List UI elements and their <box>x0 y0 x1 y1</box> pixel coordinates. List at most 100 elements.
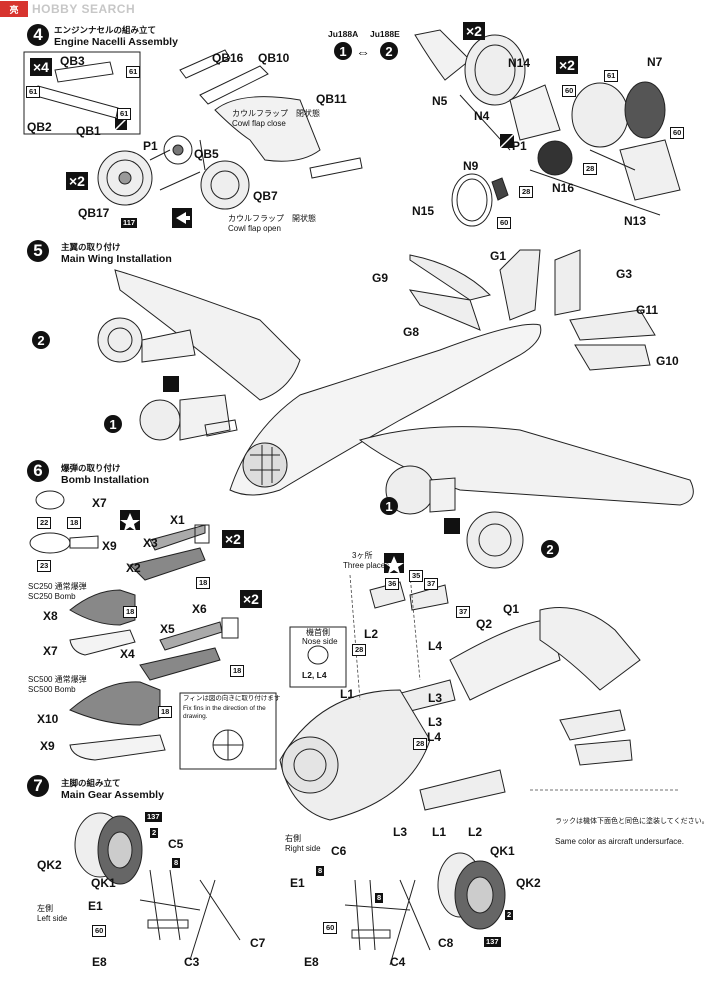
color-61-c: 61 <box>117 108 132 120</box>
part-e8-right: E8 <box>304 955 319 969</box>
part-l3c: L3 <box>393 825 408 839</box>
cowl-close-jp: カウルフラップ 閉状態 <box>232 109 320 118</box>
color-18-b: 18 <box>196 577 211 589</box>
fin-note-jp: フィンは図の向きに取り付けます <box>183 695 281 702</box>
step6-mult-x2-b: ×2 <box>240 590 262 609</box>
part-l4b: L4 <box>427 730 442 744</box>
color-37-b: 37 <box>456 606 471 618</box>
cowl-close-en: Cowl flap close <box>232 119 286 128</box>
part-g10: G10 <box>656 354 679 368</box>
step4-mult-x2-right-b: ×2 <box>556 56 578 75</box>
part-qb5: QB5 <box>194 147 219 161</box>
variant-a-badge: 1 <box>334 42 352 60</box>
color-60-left: 60 <box>92 925 107 937</box>
step4-title-en: Engine Nacelli Assembly <box>54 36 178 48</box>
part-n15: N15 <box>412 204 435 218</box>
step5-number: 5 <box>27 240 49 262</box>
part-n14: N14 <box>508 56 531 70</box>
part-g9: G9 <box>372 271 389 285</box>
nose-side-jp: 機首側 <box>306 628 330 637</box>
step5-variant-e: 2 <box>32 331 50 349</box>
part-l1: L1 <box>340 687 355 701</box>
inset-box-qb3 <box>23 51 141 135</box>
part-qk2-right: QK2 <box>516 876 541 890</box>
variant-swap-icon: ⇔ <box>356 44 370 60</box>
left-side-en: Left side <box>37 914 68 923</box>
watermark-logo: 亮 <box>0 1 28 17</box>
step7-title-jp: 主脚の組み立て <box>61 778 121 788</box>
part-l3: L3 <box>428 691 443 705</box>
part-qb3: QB3 <box>60 54 85 68</box>
rack-note-en: Same color as aircraft undersurface. <box>555 837 684 846</box>
part-n5: N5 <box>432 94 448 108</box>
part-g1: G1 <box>490 249 507 263</box>
part-q2: Q2 <box>476 617 493 631</box>
watermark: 亮 HOBBY SEARCH <box>0 0 135 18</box>
part-g8: G8 <box>403 325 420 339</box>
color-60-n13: 60 <box>670 127 685 139</box>
step7-title-en: Main Gear Assembly <box>61 789 164 801</box>
part-qb1: QB1 <box>76 124 101 138</box>
part-x5: X5 <box>160 622 175 636</box>
part-qb2: QB2 <box>27 120 52 134</box>
sc250-en: SC250 Bomb <box>28 592 76 601</box>
part-c6: C6 <box>331 844 347 858</box>
variant-e-badge: 2 <box>380 42 398 60</box>
step4-mult-x2-right-a: ×2 <box>463 22 485 41</box>
part-e1-right: E1 <box>290 876 305 890</box>
step5-variant-a: 1 <box>104 415 122 433</box>
color-36: 36 <box>385 578 400 590</box>
color-28-n16: 28 <box>583 163 598 175</box>
rack-note-jp: ラックは機体下面色と同色に塗装してください。 <box>555 818 709 825</box>
color-2-left: 2 <box>150 828 159 838</box>
step6-variant-e: 2 <box>541 540 559 558</box>
step6-title-jp: 爆弾の取り付け <box>61 463 121 473</box>
color-23: 23 <box>37 560 52 572</box>
color-8-right-b: 8 <box>375 893 384 903</box>
color-35: 35 <box>409 570 424 582</box>
part-n16: N16 <box>552 181 575 195</box>
l2-l4-label: L2, L4 <box>302 670 327 680</box>
sc250-jp: SC250 通常爆弾 <box>28 582 87 591</box>
color-18-a: 18 <box>67 517 82 529</box>
part-c8: C8 <box>438 936 454 950</box>
part-x1: X1 <box>170 513 185 527</box>
step7-number: 7 <box>27 775 49 797</box>
step6-mult-x2-a: ×2 <box>222 530 244 549</box>
part-qb16: QB16 <box>212 51 244 65</box>
right-side-jp: 右側 <box>285 834 301 843</box>
part-qk2: QK2 <box>37 858 62 872</box>
part-x9: X9 <box>102 539 117 553</box>
color-8-right-a: 8 <box>316 866 325 876</box>
part-l1b: L1 <box>432 825 447 839</box>
part-x8: X8 <box>43 609 58 623</box>
part-l3b: L3 <box>428 715 443 729</box>
part-n9: N9 <box>463 159 479 173</box>
part-x3: X3 <box>143 536 158 550</box>
part-e1: E1 <box>88 899 103 913</box>
color-22: 22 <box>37 517 52 529</box>
step6-number: 6 <box>27 460 49 482</box>
fin-note-en: Fix fins in the direction of the drawing… <box>183 705 266 720</box>
part-c7: C7 <box>250 936 266 950</box>
color-8-left: 8 <box>172 858 181 868</box>
part-qb11: QB11 <box>316 92 347 106</box>
part-qb10: QB10 <box>258 51 290 65</box>
part-qk1-right: QK1 <box>490 844 515 858</box>
step6-title-en: Bomb Installation <box>61 474 150 486</box>
step5-title-en: Main Wing Installation <box>61 253 172 265</box>
color-18-e: 18 <box>158 706 173 718</box>
color-60-right: 60 <box>323 922 338 934</box>
part-n4: N4 <box>474 109 490 123</box>
ju188e-label: Ju188E <box>370 29 400 39</box>
three-places-jp: 3ヶ所 <box>352 551 373 560</box>
part-l2: L2 <box>364 627 379 641</box>
step5-title-jp: 主翼の取り付け <box>61 242 121 252</box>
part-c3: C3 <box>184 955 200 969</box>
sc500-jp: SC500 通常爆弾 <box>28 675 87 684</box>
part-x2: X2 <box>126 561 141 575</box>
part-x4: X4 <box>120 647 135 661</box>
color-18-d: 18 <box>230 665 245 677</box>
color-28-l: 28 <box>352 644 367 656</box>
